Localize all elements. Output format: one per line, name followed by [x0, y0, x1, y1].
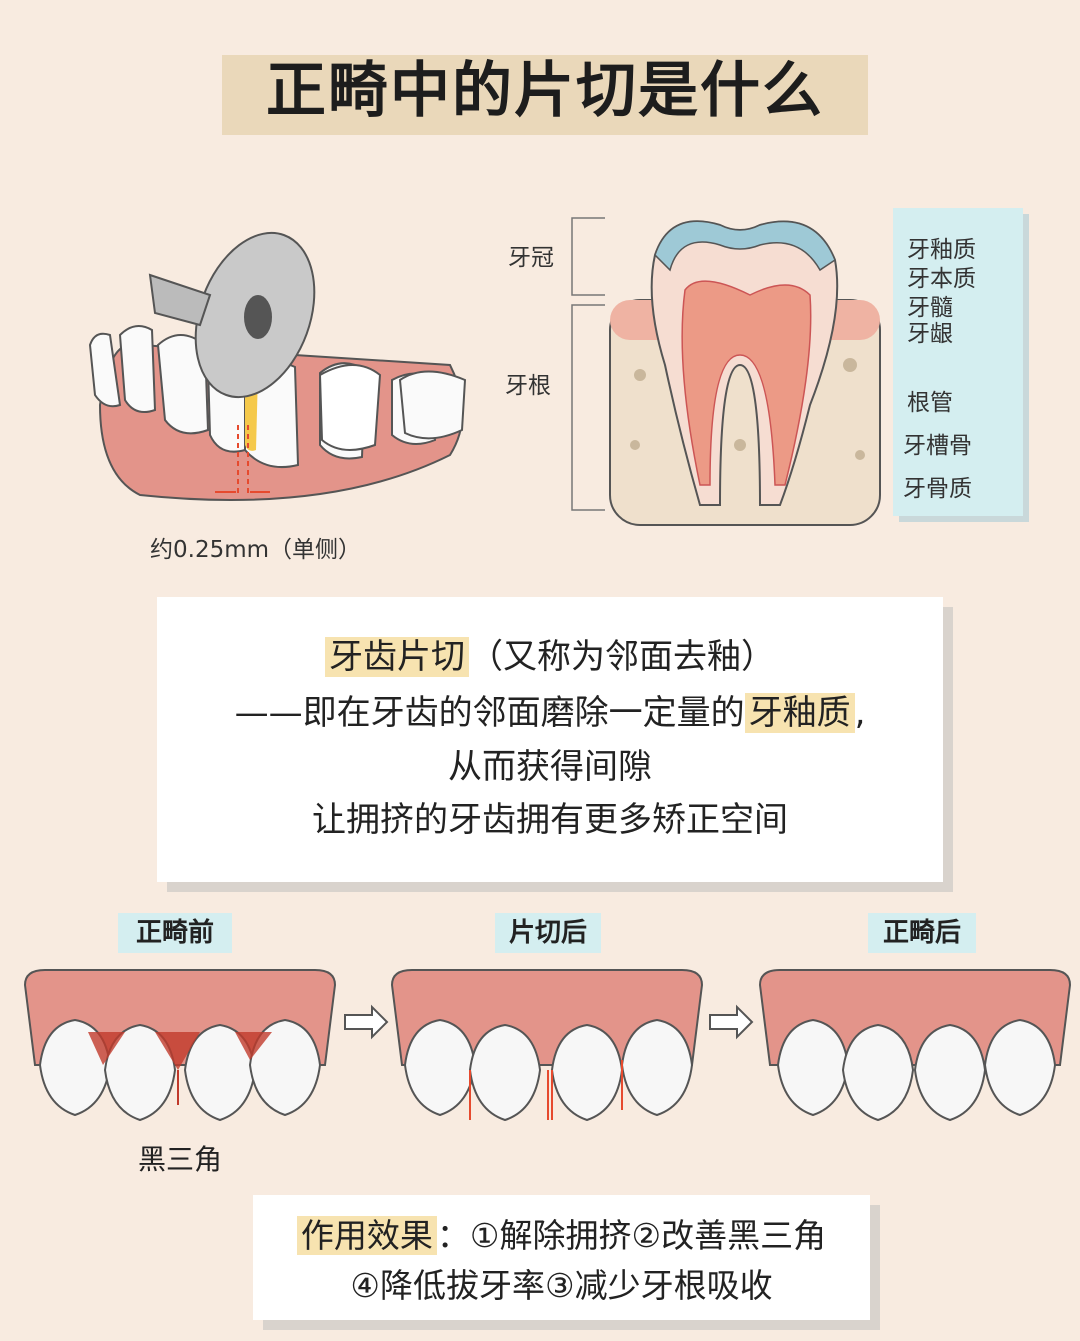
label-box — [893, 208, 1023, 516]
label-root: 牙根 — [505, 373, 551, 399]
label-cementum: 牙骨质 — [903, 476, 972, 502]
teeth-before — [24, 969, 336, 1121]
label-enamel: 牙釉质 — [907, 237, 976, 263]
effects-line1: ：①解除拥挤②改善黑三角 — [436, 1216, 827, 1255]
arrow-icon — [709, 1004, 754, 1040]
definition-text: ——即在牙齿的邻面磨除一定量的 — [234, 693, 745, 733]
definition-card: 牙齿片切（又称为邻面去釉） ——即在牙齿的邻面磨除一定量的牙釉质, 从而获得间隙… — [157, 597, 943, 882]
label-crown: 牙冠 — [508, 245, 554, 271]
stage-after-stripping: 片切后 — [495, 913, 601, 953]
punctuation: , — [854, 693, 866, 733]
effects-heading: 作用效果 — [296, 1216, 437, 1255]
enamel-highlight: 牙釉质 — [744, 693, 855, 733]
title-banner — [222, 55, 868, 135]
arrow-icon — [344, 1004, 389, 1040]
effects-line2: ④降低拔牙率③减少牙根吸收 — [350, 1266, 773, 1305]
label-root-canal: 根管 — [907, 390, 953, 416]
effects-card: 作用效果：①解除拥挤②改善黑三角 ④降低拔牙率③减少牙根吸收 — [253, 1195, 870, 1320]
label-pulp: 牙髓 — [907, 295, 953, 321]
label-alveolar-bone: 牙槽骨 — [903, 433, 972, 459]
stage-after-treatment: 正畸后 — [868, 913, 976, 953]
teeth-after-stripping — [391, 969, 703, 1121]
alias: （又称为邻面去釉） — [469, 637, 775, 677]
label-dentin: 牙本质 — [907, 266, 976, 292]
stage-before: 正畸前 — [118, 913, 232, 953]
thickness-caption: 约0.25mm（单侧） — [150, 537, 362, 563]
teeth-after-treatment — [759, 969, 1071, 1121]
page-title: 正畸中的片切是什么 — [266, 56, 824, 126]
stage-illustrations — [24, 969, 1071, 1121]
term: 牙齿片切 — [325, 637, 469, 677]
label-gingiva: 牙龈 — [907, 321, 953, 347]
black-triangle-label: 黑三角 — [138, 1143, 223, 1176]
stripping-illustration — [88, 231, 467, 501]
brackets — [571, 217, 605, 511]
tooth-cross-section — [609, 220, 881, 526]
definition-line3: 从而获得间隙 — [448, 747, 652, 787]
definition-line4: 让拥挤的牙齿拥有更多矫正空间 — [312, 800, 788, 840]
